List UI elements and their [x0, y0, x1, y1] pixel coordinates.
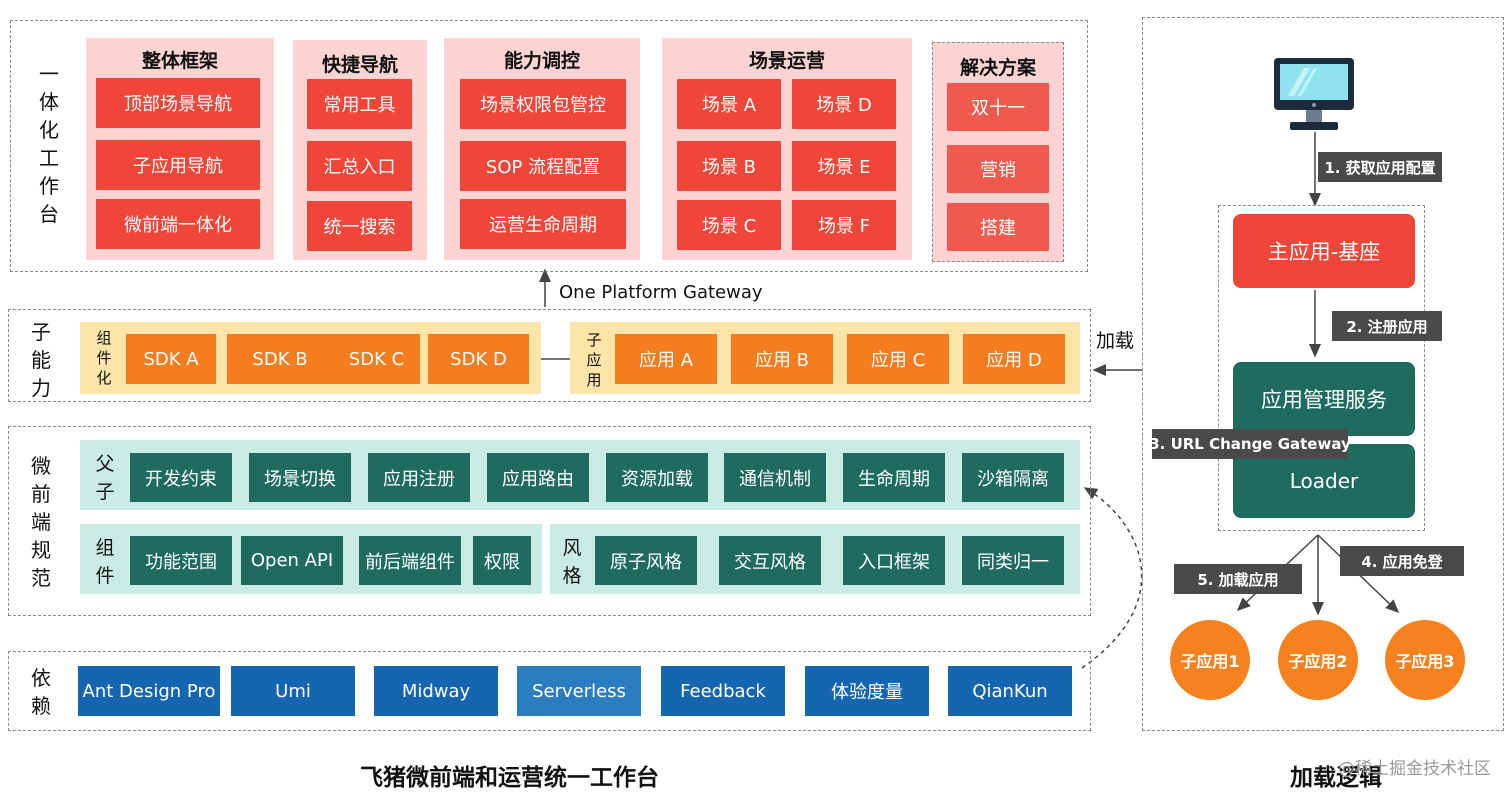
spec-item[interactable]: 前后端组件	[359, 536, 461, 585]
scene-item[interactable]: 场景 C	[677, 200, 781, 250]
panel-quick-nav: 快捷导航 常用工具 汇总入口 统一搜索	[293, 40, 427, 260]
spec-item[interactable]: 入口框架	[843, 536, 945, 585]
solution-item[interactable]: 双十一	[947, 83, 1049, 131]
sdk-item[interactable]: SDK B	[227, 334, 333, 384]
load-label: 加载	[1096, 330, 1135, 352]
panel-item[interactable]: 顶部场景导航	[96, 78, 260, 128]
loading-caption: 加载逻辑	[1290, 765, 1382, 791]
sub-capability-label: 子 能 力	[31, 320, 51, 400]
spec-item[interactable]: Open API	[241, 536, 343, 585]
spec-item[interactable]: 通信机制	[724, 453, 826, 502]
panel-capability-control: 能力调控 场景权限包管控 SOP 流程配置 运营生命周期	[444, 38, 640, 260]
panel-title: 整体框架	[141, 50, 218, 72]
panel-item[interactable]: 运营生命周期	[460, 199, 626, 249]
sdk-item[interactable]: SDK A	[126, 334, 216, 384]
spec-item[interactable]: 交互风格	[719, 536, 821, 585]
spec-item[interactable]: 应用路由	[487, 453, 589, 502]
main-app-box[interactable]: 主应用-基座	[1233, 214, 1415, 288]
spec-item[interactable]: 权限	[473, 536, 531, 585]
spec-item[interactable]: 同类归一	[962, 536, 1064, 585]
scene-item[interactable]: 场景 D	[792, 79, 896, 129]
dependency-item[interactable]: Ant Design Pro	[78, 666, 220, 716]
main-app-container	[1218, 205, 1425, 531]
step-5-tag: 5. 加载应用	[1174, 564, 1302, 594]
step-4-tag: 4. 应用免登	[1340, 546, 1464, 576]
solution-item[interactable]: 营销	[947, 145, 1049, 193]
dependency-item[interactable]: 体验度量	[805, 666, 929, 716]
micro-frontend-label: 微 前 端 规 范	[31, 454, 51, 590]
sub-capability-section	[8, 309, 1091, 402]
step-3-tag: 3. URL Change Gateway	[1149, 429, 1351, 459]
watermark: @稀土掘金技术社区	[1338, 759, 1491, 779]
panel-item[interactable]: 子应用导航	[96, 140, 260, 190]
solution-item[interactable]: 搭建	[947, 203, 1049, 251]
dependency-item[interactable]: Feedback	[661, 666, 785, 716]
panel-title: 快捷导航	[321, 54, 398, 76]
spec-item[interactable]: 原子风格	[595, 536, 697, 585]
workbench-label: 一 体 化 工 作 台	[39, 62, 59, 226]
spec-item[interactable]: 场景切换	[249, 453, 351, 502]
style-label: 风 格	[562, 537, 582, 587]
panel-solutions: 解决方案 双十一 营销 搭建	[932, 42, 1064, 262]
panel-item[interactable]: 微前端一体化	[96, 199, 260, 249]
sub-app-circle[interactable]: 子应用3	[1385, 620, 1465, 700]
panel-title: 解决方案	[959, 57, 1036, 79]
app-item[interactable]: 应用 A	[615, 334, 717, 384]
sdk-item[interactable]: SDK C	[333, 334, 420, 384]
app-item[interactable]: 应用 B	[731, 334, 833, 384]
sub-app-circle[interactable]: 子应用1	[1170, 620, 1250, 700]
spec-item[interactable]: 功能范围	[130, 536, 232, 585]
panel-item[interactable]: 场景权限包管控	[460, 79, 626, 129]
panel-title: 场景运营	[748, 50, 825, 72]
monitor-icon	[1274, 58, 1354, 130]
sub-app-circle[interactable]: 子应用2	[1278, 620, 1358, 700]
workbench-section	[10, 20, 1088, 272]
sdk-item[interactable]: SDK D	[428, 334, 529, 384]
dependency-item[interactable]: Serverless	[517, 666, 641, 716]
step-2-tag: 2. 注册应用	[1332, 311, 1442, 341]
panel-item[interactable]: SOP 流程配置	[460, 141, 626, 191]
spec-item[interactable]: 沙箱隔离	[962, 453, 1064, 502]
dependency-section	[8, 651, 1091, 731]
dependency-item[interactable]: Midway	[374, 666, 498, 716]
main-caption: 飞猪微前端和运营统一工作台	[360, 765, 659, 791]
panel-title: 能力调控	[503, 50, 580, 72]
scene-item[interactable]: 场景 E	[792, 141, 896, 191]
dependency-item[interactable]: Umi	[231, 666, 355, 716]
panel-item[interactable]: 常用工具	[307, 79, 412, 129]
spec-item[interactable]: 开发约束	[130, 453, 232, 502]
app-service-box[interactable]: 应用管理服务	[1233, 362, 1415, 436]
app-item[interactable]: 应用 C	[847, 334, 949, 384]
component-label: 组 件 化	[96, 329, 112, 387]
dependency-label: 依 赖	[31, 666, 51, 718]
loading-logic-section	[1142, 17, 1504, 731]
scene-item[interactable]: 场景 F	[792, 200, 896, 250]
panel-item[interactable]: 汇总入口	[307, 141, 412, 191]
subapp-label: 子 应 用	[586, 331, 602, 389]
app-item[interactable]: 应用 D	[963, 334, 1065, 384]
dependency-curve	[1081, 487, 1143, 669]
panel-overall-framework: 整体框架 顶部场景导航 子应用导航 微前端一体化	[86, 38, 274, 260]
step-1-tag: 1. 获取应用配置	[1318, 152, 1442, 182]
spec-item[interactable]: 资源加载	[606, 453, 708, 502]
micro-frontend-section	[8, 426, 1091, 616]
dependency-item[interactable]: QianKun	[948, 666, 1072, 716]
spec-item[interactable]: 应用注册	[368, 453, 470, 502]
spec-item[interactable]: 生命周期	[843, 453, 945, 502]
scene-item[interactable]: 场景 B	[677, 141, 781, 191]
panel-scene-operation: 场景运营 场景 A 场景 D 场景 B 场景 E 场景 C 场景 F	[662, 38, 912, 260]
gateway-label: One Platform Gateway	[559, 282, 763, 303]
component-spec-label: 组 件	[95, 537, 115, 587]
parent-child-label: 父 子	[95, 453, 115, 503]
panel-item[interactable]: 统一搜索	[307, 201, 412, 251]
scene-item[interactable]: 场景 A	[677, 79, 781, 129]
